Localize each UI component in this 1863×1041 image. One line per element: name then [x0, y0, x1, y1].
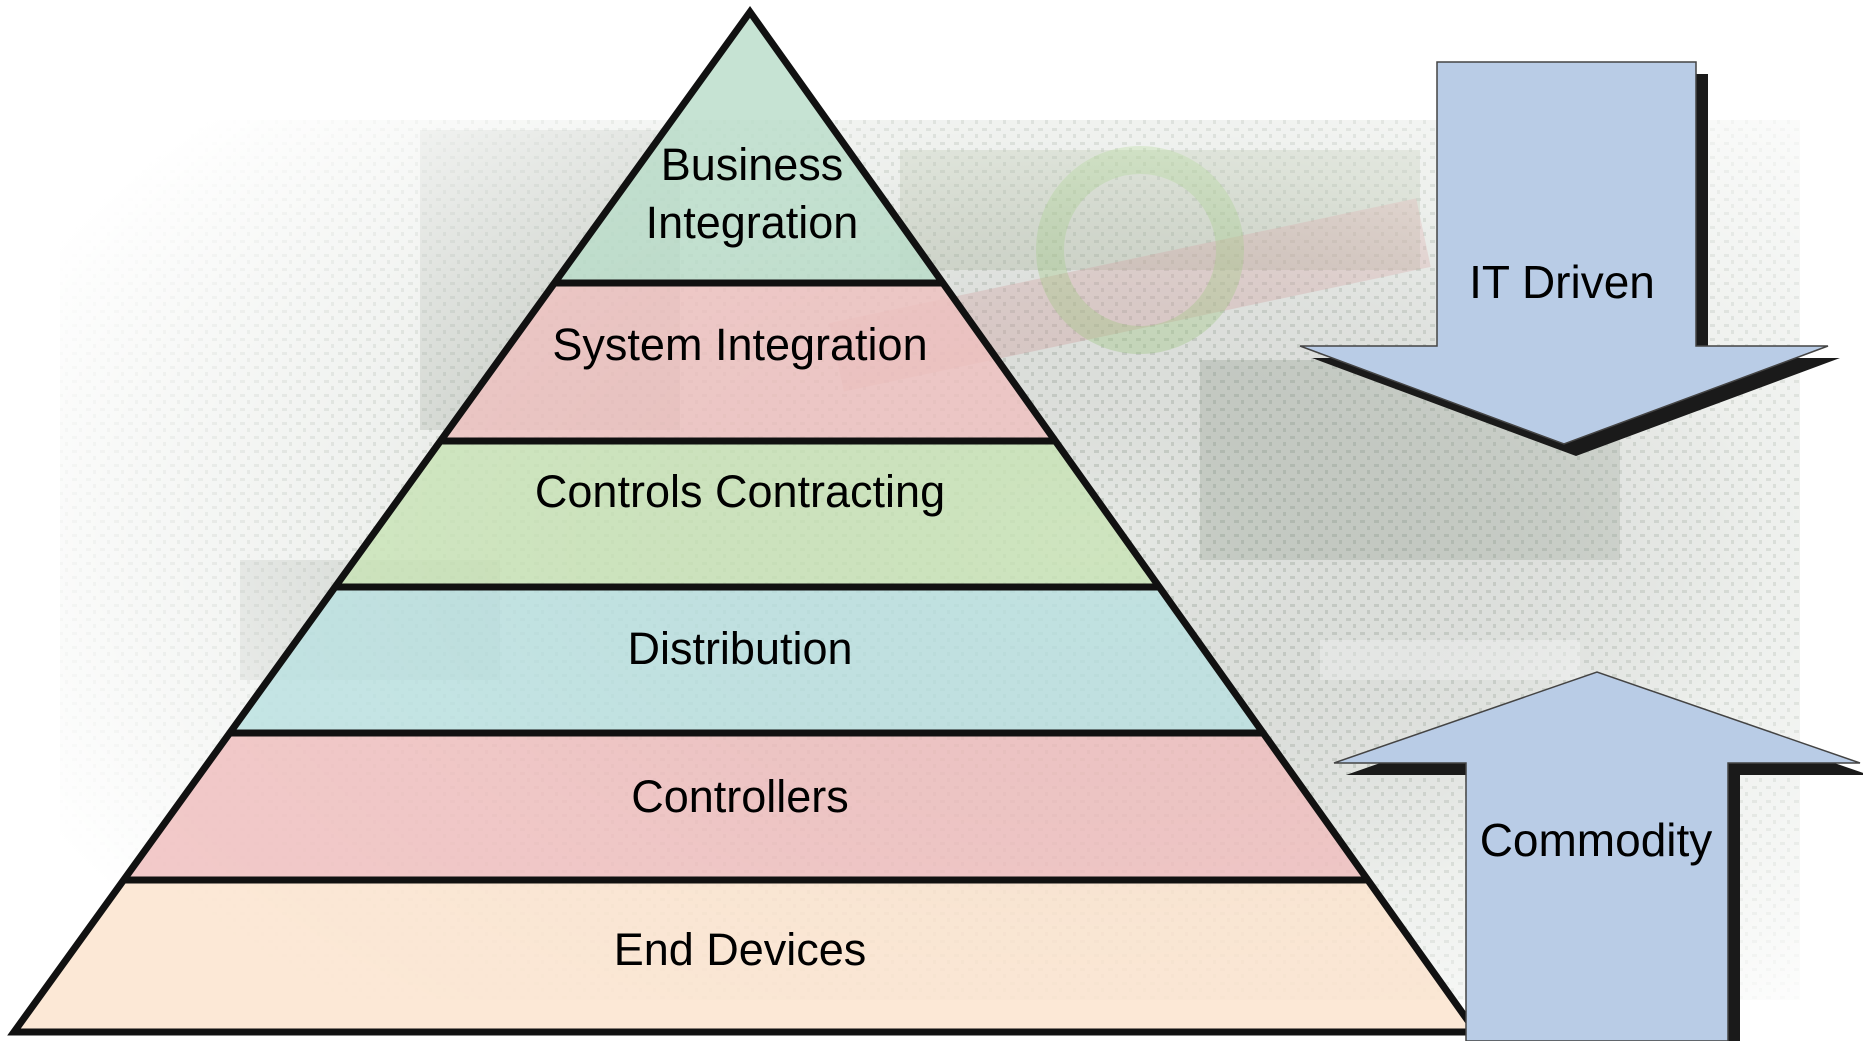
commodity-label: Commodity [1480, 814, 1713, 866]
layer-label-system-integration: System Integration [552, 319, 927, 370]
pyramid-border [7, 5, 1483, 1036]
layer-label-business-integration: Integration [646, 197, 859, 248]
layer-end-devices [14, 880, 1476, 1032]
pyramid-outline [7, 5, 1483, 1036]
layer-controls-contracting [335, 441, 1160, 587]
layer-label-controllers: Controllers [631, 771, 849, 822]
it-driven-arrow: IT Driven [1299, 61, 1840, 456]
layer-label-business-integration: Business [661, 139, 844, 190]
layer-distribution [229, 587, 1264, 733]
layer-system-integration [440, 283, 1056, 441]
layer-label-controls-contracting: Controls Contracting [535, 466, 945, 517]
layer-controllers [123, 733, 1368, 880]
layer-label-end-devices: End Devices [614, 924, 867, 975]
pyramid-layers [14, 12, 1476, 1032]
layer-label-distribution: Distribution [627, 623, 852, 674]
it-driven-label: IT Driven [1469, 256, 1655, 308]
commodity-arrow: Commodity [1333, 671, 1863, 1041]
layer-business-integration [554, 12, 943, 283]
